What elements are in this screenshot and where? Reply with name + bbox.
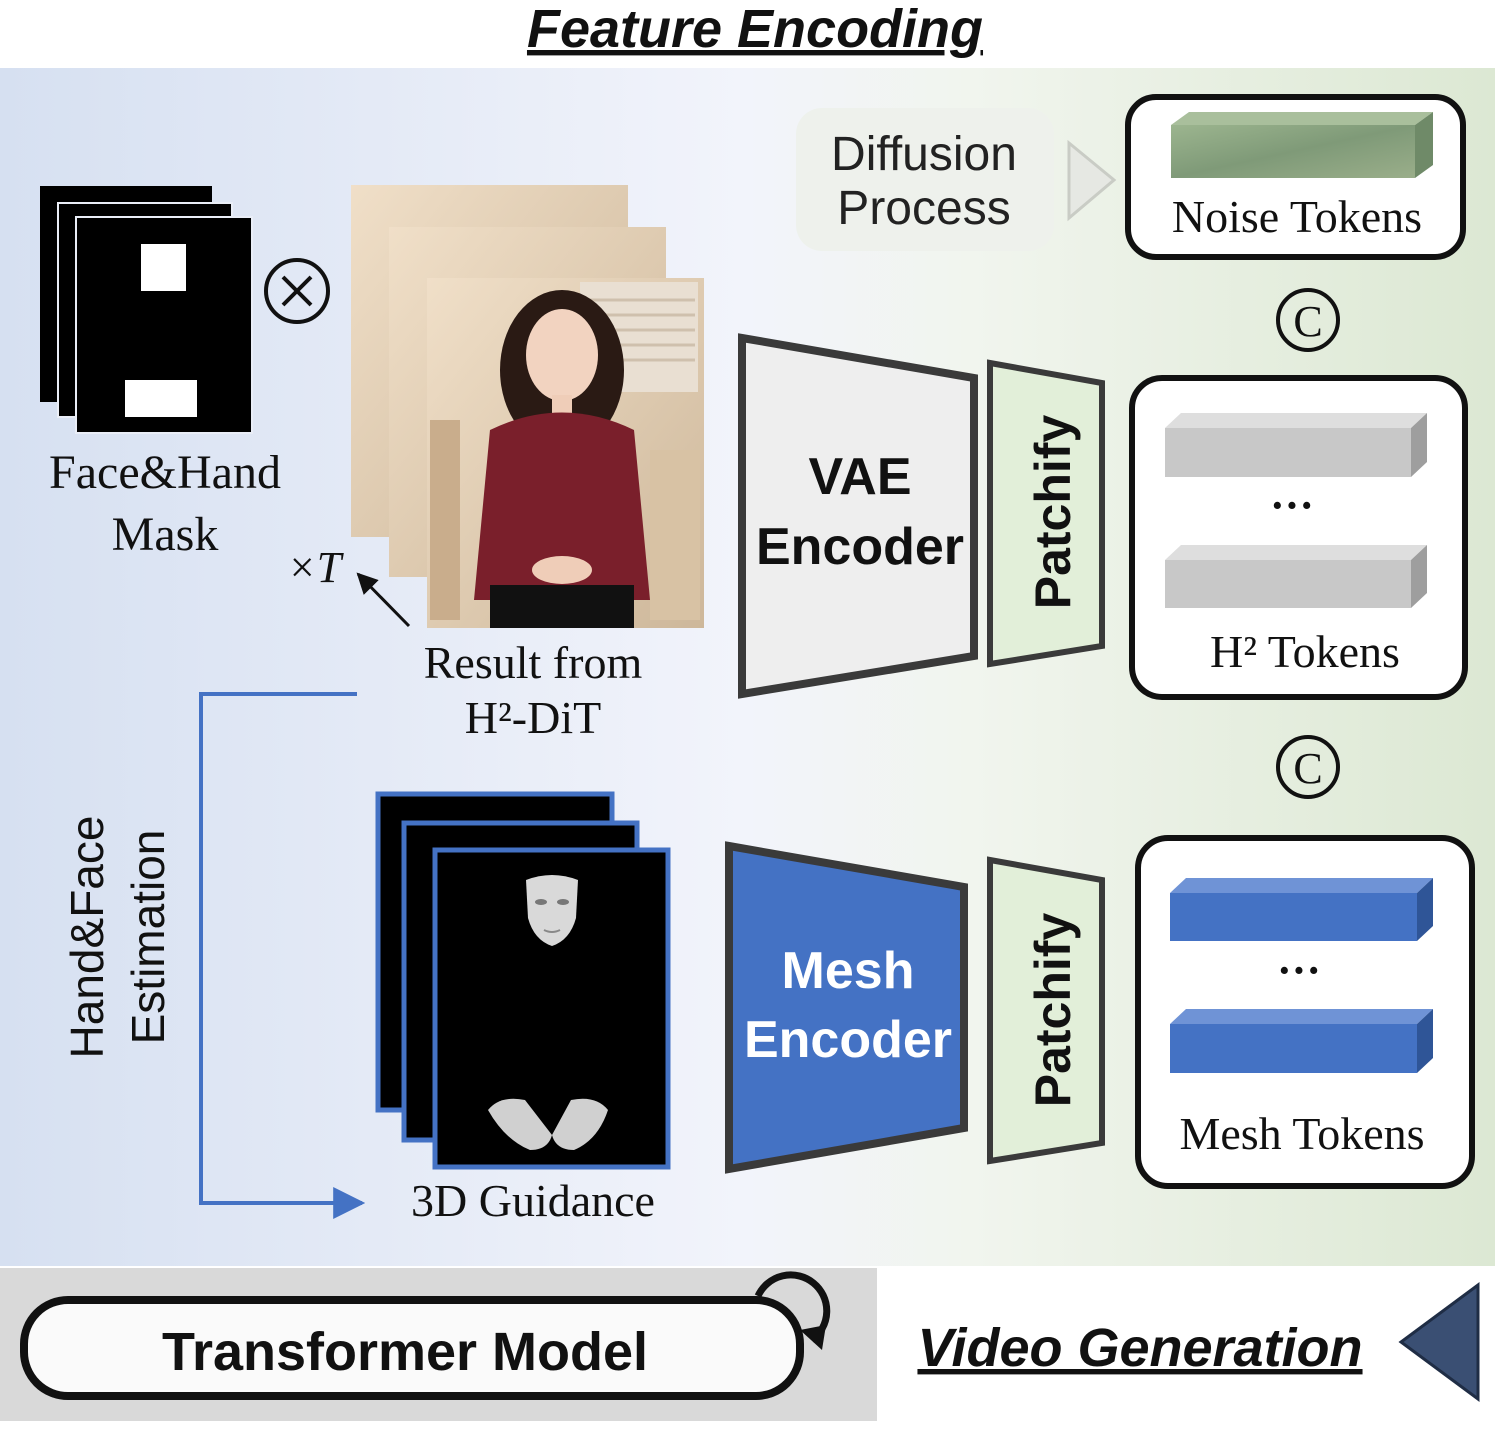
video-generation-triangle-icon (1398, 1282, 1480, 1402)
transformer-model-label: Transformer Model (162, 1322, 648, 1382)
mask-label-line1: Face&Hand (49, 446, 281, 499)
multiply-operator-icon (264, 258, 330, 324)
diffusion-label-line2: Process (837, 182, 1010, 235)
result-frame-front (427, 278, 704, 628)
vae-encoder-line2: Encoder (756, 518, 964, 576)
vae-encoder-line1: VAE (808, 448, 911, 506)
concat-icon-1: C (1276, 288, 1340, 352)
estimation-label-line2: Estimation (122, 830, 174, 1045)
guidance-frames-stack (375, 791, 671, 1170)
noise-tokens-label: Noise Tokens (1172, 191, 1422, 242)
mask-label-line2: Mask (112, 508, 219, 561)
hand-mask-patch (125, 380, 197, 417)
svg-text:C: C (1293, 744, 1322, 793)
face-hand-mask-stack (40, 186, 253, 434)
estimation-arrow (199, 692, 366, 1219)
page-title: Feature Encoding (527, 0, 983, 59)
patchify-block-bottom (987, 856, 1105, 1165)
result-frames-stack (351, 185, 704, 628)
vae-encoder-block (738, 333, 978, 699)
mesh-token-block-bottom (1170, 1009, 1433, 1073)
result-pointer-arrow (356, 572, 411, 628)
patchify-label-bottom: Patchify (1025, 913, 1081, 1108)
diffusion-arrow-icon (1067, 139, 1117, 222)
mesh-tokens-label: Mesh Tokens (1179, 1108, 1424, 1159)
guidance-label: 3D Guidance (411, 1175, 655, 1226)
svg-text:C: C (1293, 297, 1322, 346)
patchify-label-top: Patchify (1025, 415, 1081, 610)
result-label-line2: H²-DiT (465, 692, 601, 743)
h2-token-block-top (1165, 413, 1427, 477)
h2-token-block-bottom (1165, 545, 1427, 608)
mesh-encoder-line2: Encoder (744, 1011, 952, 1069)
estimation-label-line1: Hand&Face (61, 816, 113, 1059)
h2-tokens-ellipsis: ··· (1270, 481, 1314, 530)
concat-icon-2: C (1276, 735, 1340, 799)
mesh-encoder-block (725, 841, 968, 1174)
noise-token-block (1171, 112, 1433, 178)
mesh-token-block-top (1170, 878, 1433, 941)
diffusion-process-box (796, 108, 1054, 251)
repeat-t-label: ×T (287, 543, 345, 592)
mesh-tokens-ellipsis: ··· (1277, 946, 1321, 995)
face-mesh-icon (526, 875, 578, 946)
video-generation-label: Video Generation (917, 1318, 1362, 1378)
hand-mesh-icon (488, 1098, 608, 1150)
h2-tokens-label: H² Tokens (1210, 626, 1400, 677)
face-mask-patch (141, 244, 186, 291)
transformer-model-box (20, 1296, 804, 1400)
person-shirt (474, 412, 650, 600)
mesh-encoder-line1: Mesh (782, 942, 915, 1000)
diffusion-label-line1: Diffusion (831, 128, 1017, 181)
patchify-block-top (987, 359, 1105, 668)
result-label-line1: Result from (424, 637, 643, 688)
